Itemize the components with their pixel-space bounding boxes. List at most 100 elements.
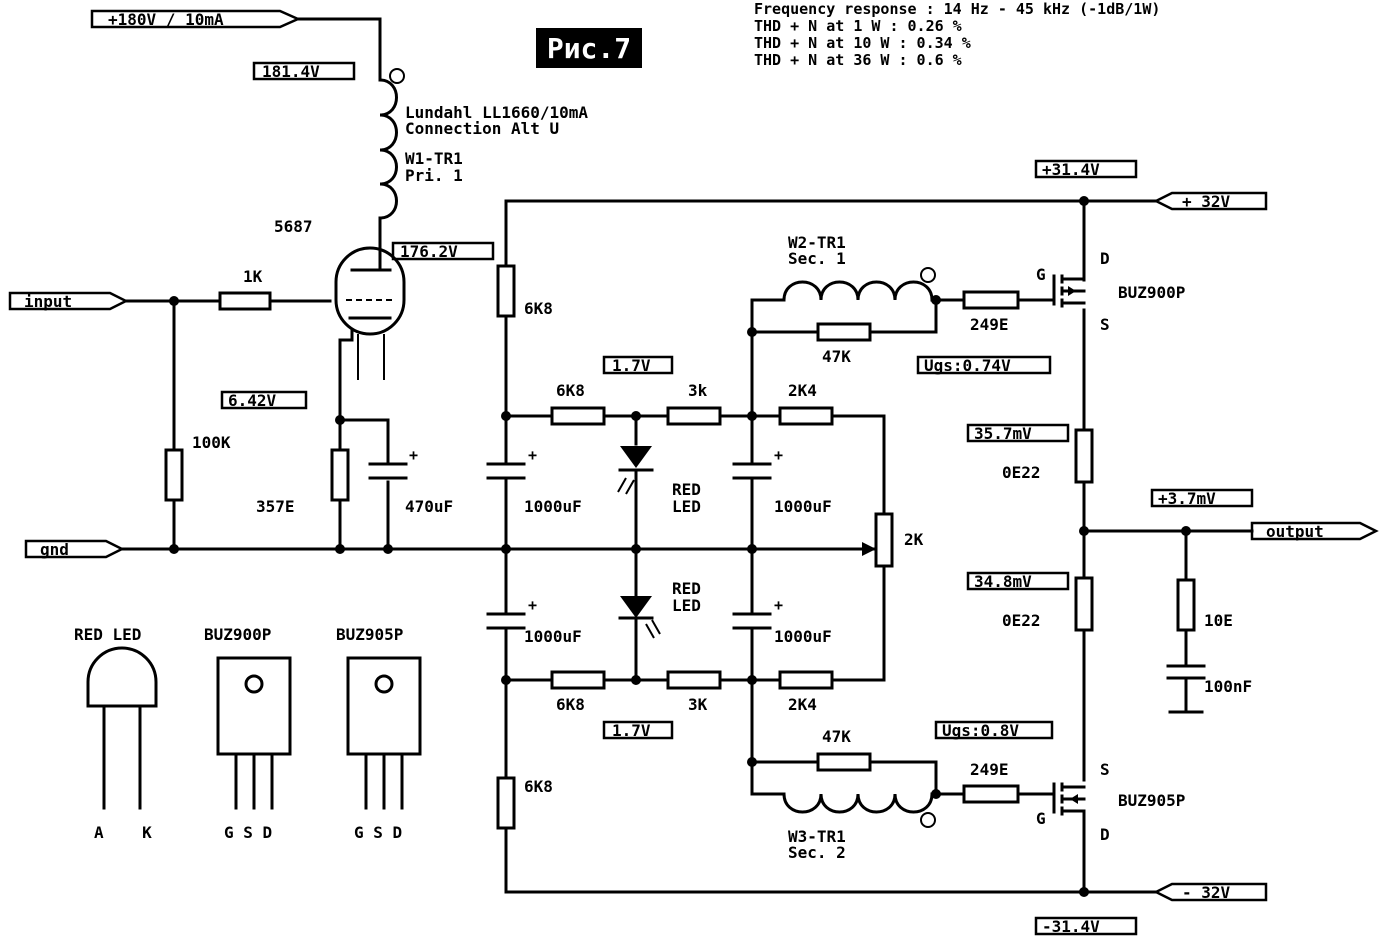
- potentiometer-2k-label: 2K: [904, 530, 924, 549]
- resistor-6k8-bottom-label: 6K8: [524, 777, 553, 796]
- resistor-0e22-upper-label: 0E22: [1002, 463, 1041, 482]
- mosfet-n-label: BUZ900P: [1118, 283, 1185, 302]
- mosfet-p-pin-g: G: [1036, 809, 1046, 828]
- capacitor-1000uf-left-top: +: [486, 446, 537, 480]
- mosfet-p-pin-s: S: [1100, 760, 1110, 779]
- mosfet-n-pin-d: D: [1100, 249, 1110, 268]
- winding-w2-sub: Sec. 1: [788, 249, 846, 268]
- capacitor-470uf-label: 470uF: [405, 497, 453, 516]
- spec-list: Frequency response : 14 Hz - 45 kHz (-1d…: [754, 0, 1160, 69]
- spec-frequency-response: Frequency response : 14 Hz - 45 kHz (-1d…: [754, 0, 1160, 18]
- measure-plate-top-text: 181.4V: [262, 62, 320, 81]
- led-upper-label-1: RED: [672, 480, 701, 499]
- measure-pos-rail: +31.4V: [1034, 159, 1138, 179]
- measure-re-bottom-text: 34.8mV: [974, 572, 1032, 591]
- pinout-p-pins: G S D: [354, 823, 402, 842]
- port-supply-hv: +180V / 10mA: [90, 9, 302, 29]
- port-gnd: gnd: [24, 539, 125, 559]
- measure-plate: 176.2V: [391, 241, 495, 261]
- winding-w3: [782, 792, 936, 828]
- capacitor-1000uf-left-bottom: +: [486, 596, 537, 630]
- resistor-47k-upper-label: 47K: [822, 347, 851, 366]
- pinout-red-led: [86, 646, 158, 810]
- port-gnd-label: gnd: [40, 540, 69, 559]
- measure-re-bottom: 34.8mV: [966, 571, 1070, 591]
- pinout-led-pins: A K: [94, 823, 152, 842]
- measure-pos-rail-text: +31.4V: [1042, 160, 1100, 179]
- led-upper: [617, 446, 654, 495]
- resistor-3k-upper: [666, 406, 722, 426]
- spec-thd-1w: THD + N at 1 W : 0.26 %: [754, 17, 962, 35]
- capacitor-1000uf-right-bottom-label: 1000uF: [774, 627, 832, 646]
- measure-gs-top: Ugs:0.74V: [916, 355, 1052, 375]
- measure-bias-top-text: 1.7V: [612, 356, 651, 375]
- spec-thd-36w: THD + N at 36 W : 0.6 %: [754, 51, 962, 69]
- port-input-label: input: [24, 292, 72, 311]
- resistor-249e-upper-label: 249E: [970, 315, 1009, 334]
- resistor-249e-lower: [962, 784, 1020, 804]
- measure-neg-rail-text: -31.4V: [1042, 917, 1100, 936]
- transformer-connection: Connection Alt U: [405, 119, 559, 138]
- measure-bias-bottom-text: 1.7V: [612, 721, 651, 740]
- measure-gs-bottom-text: Ugs:0.8V: [942, 721, 1019, 740]
- resistor-3k-lower: [666, 670, 722, 690]
- resistor-357e: [330, 448, 350, 502]
- pinout-n-title: BUZ900P: [204, 625, 271, 644]
- wires-output-stage: [1082, 199, 1254, 894]
- capacitor-1000uf-left-top-label: 1000uF: [524, 497, 582, 516]
- resistor-47k-upper: [816, 322, 872, 342]
- svg-text:+: +: [409, 446, 418, 464]
- transformer-name: Lundahl LL1660/10mA: [405, 103, 588, 122]
- pinout-led-title: RED LED: [74, 625, 141, 644]
- svg-text:+: +: [774, 446, 783, 464]
- resistor-47k-lower-label: 47K: [822, 727, 851, 746]
- resistor-249e-upper: [962, 290, 1020, 310]
- winding-w2-label: W2-TR1: [788, 233, 846, 252]
- winding-w3-label: W3-TR1: [788, 827, 846, 846]
- led-lower-label-1: RED: [672, 579, 701, 598]
- tube-label: 5687: [274, 217, 313, 236]
- resistor-6k8-upper-label: 6K8: [556, 381, 585, 400]
- pinout-buz905p: [346, 656, 422, 810]
- port-supply-hv-label: +180V / 10mA: [108, 10, 224, 29]
- capacitor-1000uf-right-top: +: [732, 446, 783, 480]
- resistor-100k: [164, 448, 184, 502]
- resistor-1k: [218, 291, 272, 311]
- mosfet-p-label: BUZ905P: [1118, 791, 1185, 810]
- resistor-0e22-lower: [1074, 576, 1094, 632]
- resistor-2k4-upper: [778, 406, 834, 426]
- port-neg-rail: - 32V: [1153, 882, 1268, 902]
- resistor-6k8-bottom: [496, 776, 516, 830]
- mosfet-buz900p: [1052, 274, 1086, 308]
- junction-dots: [169, 196, 1191, 897]
- capacitor-100nf-label: 100nF: [1204, 677, 1252, 696]
- resistor-2k4-lower: [778, 670, 834, 690]
- wires-bias-network: [504, 199, 1158, 894]
- resistor-10e: [1176, 578, 1196, 632]
- resistor-3k-lower-label: 3K: [688, 695, 708, 714]
- measure-out: +3.7mV: [1150, 488, 1254, 508]
- resistor-6k8-top-label: 6K8: [524, 299, 553, 318]
- figure-title: Рис.7: [536, 28, 642, 68]
- mosfet-p-pin-d: D: [1100, 825, 1110, 844]
- capacitor-1000uf-right-top-label: 1000uF: [774, 497, 832, 516]
- resistor-6k8-lower-label: 6K8: [556, 695, 585, 714]
- resistor-6k8-upper: [550, 406, 606, 426]
- measure-re-top: 35.7mV: [966, 423, 1070, 443]
- resistor-6k8-lower: [550, 670, 606, 690]
- pinout-n-pins: G S D: [224, 823, 272, 842]
- mosfet-buz905p: [1052, 782, 1086, 816]
- pinout-p-title: BUZ905P: [336, 625, 403, 644]
- resistor-357e-label: 357E: [256, 497, 295, 516]
- resistor-2k4-lower-label: 2K4: [788, 695, 817, 714]
- spec-thd-10w: THD + N at 10 W : 0.34 %: [754, 34, 971, 52]
- resistor-100k-label: 100K: [192, 433, 231, 452]
- capacitor-1000uf-left-bottom-label: 1000uF: [524, 627, 582, 646]
- capacitor-1000uf-right-bottom: +: [732, 596, 783, 630]
- figure-title-text: Рис.7: [547, 32, 631, 65]
- resistor-47k-lower: [816, 752, 872, 772]
- vacuum-tube-5687: [334, 246, 406, 336]
- winding-w3-sub: Sec. 2: [788, 843, 846, 862]
- led-upper-label-2: LED: [672, 497, 701, 516]
- svg-text:+: +: [528, 596, 537, 614]
